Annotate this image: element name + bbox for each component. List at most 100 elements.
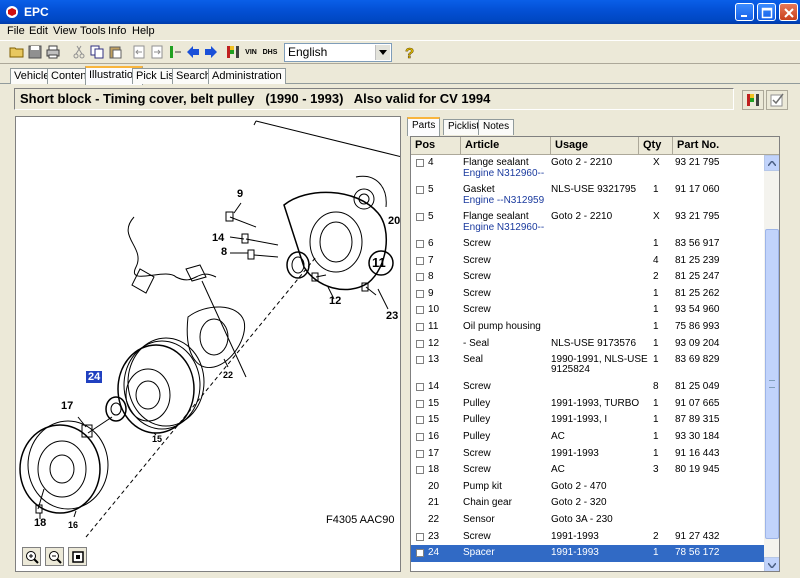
navigate-forward-button[interactable] bbox=[202, 43, 220, 61]
callout-11[interactable]: 11 bbox=[372, 255, 386, 270]
zoom-in-button[interactable] bbox=[22, 547, 41, 566]
add-to-picklist-button[interactable] bbox=[742, 90, 764, 110]
row-checkbox[interactable] bbox=[416, 432, 424, 441]
column-qty[interactable]: Qty bbox=[639, 137, 673, 155]
menu-tools[interactable]: Tools bbox=[80, 25, 106, 37]
row-checkbox[interactable] bbox=[416, 416, 424, 425]
callout-18[interactable]: 18 bbox=[34, 517, 47, 529]
row-checkbox[interactable] bbox=[416, 186, 424, 194]
menu-info[interactable]: Info bbox=[108, 25, 127, 37]
row-checkbox[interactable] bbox=[416, 356, 424, 365]
row-checkbox[interactable] bbox=[416, 383, 424, 392]
tab-administration[interactable]: Administration bbox=[208, 68, 286, 84]
scroll-thumb[interactable] bbox=[765, 229, 779, 539]
row-checkbox[interactable] bbox=[416, 273, 424, 282]
copy-button[interactable] bbox=[88, 43, 106, 61]
callout-16[interactable]: 16 bbox=[68, 520, 79, 530]
help-button[interactable]: ? bbox=[400, 43, 418, 61]
row-checkbox[interactable] bbox=[416, 306, 424, 315]
goto-button[interactable] bbox=[166, 43, 184, 61]
callout-12[interactable]: 12 bbox=[329, 295, 342, 307]
column-article[interactable]: Article bbox=[461, 137, 551, 155]
tab-search[interactable]: Search bbox=[172, 68, 215, 84]
callout-23[interactable]: 23 bbox=[386, 310, 399, 322]
tab-content[interactable]: Content bbox=[47, 68, 94, 84]
row-checkbox[interactable] bbox=[416, 339, 424, 348]
menu-view[interactable]: View bbox=[53, 25, 77, 37]
vertical-scrollbar[interactable] bbox=[764, 155, 779, 571]
forward-page-button[interactable] bbox=[148, 43, 166, 61]
callout-8[interactable]: 8 bbox=[221, 246, 228, 258]
mark-checked-button[interactable] bbox=[766, 90, 788, 110]
save-button[interactable] bbox=[26, 43, 44, 61]
maximize-button[interactable] bbox=[757, 3, 776, 21]
cut-button[interactable] bbox=[70, 43, 88, 61]
scroll-up-button[interactable] bbox=[764, 155, 779, 171]
row-checkbox[interactable] bbox=[416, 466, 424, 475]
close-button[interactable] bbox=[779, 3, 798, 21]
menu-file[interactable]: File bbox=[7, 25, 25, 37]
menu-help[interactable]: Help bbox=[132, 25, 155, 37]
row-checkbox[interactable] bbox=[416, 399, 424, 408]
navigate-back-button[interactable] bbox=[184, 43, 202, 61]
dropdown-arrow[interactable] bbox=[375, 45, 390, 60]
scroll-down-button[interactable] bbox=[764, 557, 779, 571]
tab-notes[interactable]: Notes bbox=[478, 119, 515, 135]
row-checkbox[interactable] bbox=[416, 532, 424, 541]
dhs-button[interactable]: DHS bbox=[261, 43, 279, 61]
row-checkbox[interactable] bbox=[416, 322, 424, 331]
print-button[interactable] bbox=[44, 43, 62, 61]
open-button[interactable] bbox=[8, 43, 26, 61]
tab-illustration[interactable]: Illustration bbox=[85, 66, 144, 85]
minimize-button[interactable] bbox=[735, 3, 754, 21]
menu-edit[interactable]: Edit bbox=[29, 25, 48, 37]
illustration-panel[interactable]: 9 14 8 20 11 12 23 22 24 17 15 18 16 F43… bbox=[15, 116, 401, 572]
callout-20[interactable]: 20 bbox=[388, 215, 401, 227]
row-checkbox[interactable] bbox=[416, 240, 424, 248]
row-checkbox[interactable] bbox=[416, 449, 424, 458]
row-checkbox[interactable] bbox=[416, 289, 424, 298]
callout-15[interactable]: 15 bbox=[152, 434, 163, 444]
callout-22[interactable]: 22 bbox=[223, 370, 234, 380]
tab-pick-list[interactable]: Pick List bbox=[132, 68, 181, 84]
callout-17[interactable]: 17 bbox=[61, 400, 74, 412]
row-checkbox[interactable] bbox=[416, 549, 424, 558]
row-checkbox[interactable] bbox=[416, 159, 424, 167]
back-page-button[interactable] bbox=[130, 43, 148, 61]
picklist-button[interactable] bbox=[224, 43, 242, 61]
paste-button[interactable] bbox=[106, 43, 124, 61]
zoom-out-button[interactable] bbox=[45, 547, 64, 566]
vin-button[interactable]: VIN bbox=[242, 43, 260, 61]
callout-14[interactable]: 14 bbox=[212, 232, 225, 244]
tab-parts[interactable]: Parts bbox=[407, 117, 441, 136]
column-usage[interactable]: Usage bbox=[551, 137, 639, 155]
callout-9[interactable]: 9 bbox=[237, 188, 244, 200]
row-checkbox[interactable] bbox=[416, 213, 424, 221]
column-pos[interactable]: Pos bbox=[411, 137, 461, 155]
callout-24[interactable]: 24 bbox=[86, 371, 103, 383]
column-part-no[interactable]: Part No. bbox=[673, 137, 779, 155]
zoom-fit-button[interactable] bbox=[68, 547, 87, 566]
